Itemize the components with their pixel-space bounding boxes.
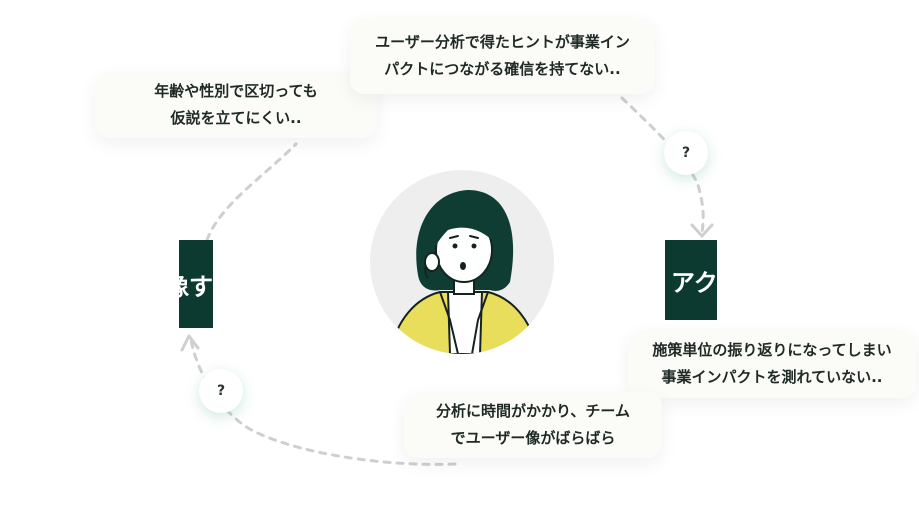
bubble-analysis-time-line2: でユーザー像がばらばら [450, 429, 616, 447]
bubble-measure-impact-line2: 事業インパクトを測れていない.. [661, 368, 883, 386]
left-step-box: 像す [179, 240, 213, 328]
question-icon: ? [216, 383, 226, 399]
connector-top-left [205, 142, 298, 242]
bubble-measure-impact-line1: 施策単位の振り返りになってしまい [652, 341, 892, 359]
right-step-box: アク [665, 240, 717, 320]
bubble-analysis-time: 分析に時間がかかり、チーム でユーザー像がばらばら [404, 392, 662, 458]
bubble-age-gender-line1: 年齢や性別で区切っても [154, 82, 318, 100]
bubble-age-gender: 年齢や性別で区切っても 仮説を立てにくい.. [95, 72, 377, 138]
left-step-label: 像す [179, 272, 213, 301]
bubble-measure-impact: 施策単位の振り返りになってしまい 事業インパクトを測れていない.. [628, 330, 916, 398]
connector-top-right [620, 96, 705, 234]
question-mark-bottom-badge: ? [199, 369, 243, 413]
bubble-business-impact-confidence: ユーザー分析で得たヒントが事業イン パクトにつながる確信を持てない.. [350, 18, 655, 94]
bubble-analysis-time-line1: 分析に時間がかかり、チーム [436, 402, 630, 420]
right-step-label: アク [671, 268, 717, 297]
arrowhead-left [180, 334, 200, 352]
bubble-age-gender-line2: 仮説を立てにくい.. [170, 109, 302, 127]
avatar [370, 170, 554, 354]
bubble-business-impact-line1: ユーザー分析で得たヒントが事業イン [375, 33, 630, 51]
question-mark-top-badge: ? [664, 131, 708, 175]
question-icon: ? [681, 145, 691, 161]
arrowhead-top-right [690, 223, 714, 238]
bubble-business-impact-line2: パクトにつながる確信を持てない.. [384, 60, 621, 78]
